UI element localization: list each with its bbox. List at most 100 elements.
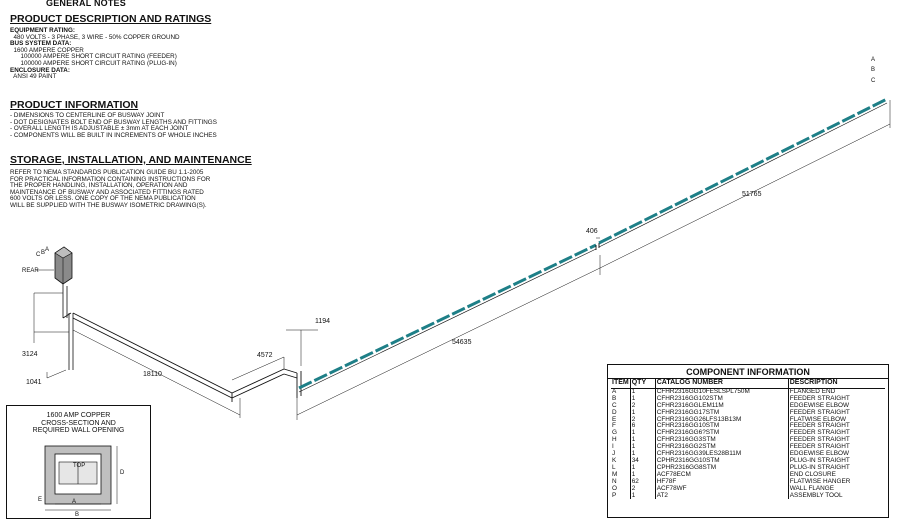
dim-e-label: E — [38, 497, 42, 503]
cross-section-panel: 1600 AMP COPPER CROSS-SECTION AND REQUIR… — [6, 405, 151, 519]
qty-cell: 34 — [630, 457, 656, 465]
dim-54635-lines — [296, 255, 601, 420]
description-cell: EDGEWISE ELBOW — [789, 450, 850, 458]
storage-line-3: THE PROPER HANDLING, INSTALLATION, OPERA… — [10, 182, 188, 190]
component-information-title: COMPONENT INFORMATION — [608, 365, 888, 379]
catalog-number-cell: CFHR2316GG102STM — [655, 395, 789, 403]
product-description-heading: PRODUCT DESCRIPTION AND RATINGS — [10, 13, 212, 25]
qty-cell: 1 — [630, 464, 656, 472]
description-cell: FLATWISE HANGER — [789, 477, 851, 485]
item-cell: B — [611, 395, 631, 403]
description-cell: FEEDER STRAIGHT — [789, 394, 850, 402]
dim-18110-lines — [72, 329, 241, 418]
item-cell: M — [611, 471, 631, 479]
catalog-number-cell: AT2 — [655, 492, 789, 500]
dim-4572: 4572 — [257, 352, 273, 359]
info-line-3: - OVERALL LENGTH IS ADJUSTABLE ± 3mm AT … — [10, 125, 189, 133]
cross-section-title: 1600 AMP COPPER CROSS-SECTION AND REQUIR… — [7, 412, 150, 435]
description-cell: EDGEWISE ELBOW — [789, 401, 850, 409]
item-cell: H — [611, 436, 631, 445]
catalog-number-cell: CPHR2316GG8STM — [655, 464, 789, 472]
storage-line-1: REFER TO NEMA STANDARDS PUBLICATION GUID… — [10, 169, 204, 176]
qty-cell: 6 — [630, 423, 656, 431]
dim-a-label: A — [72, 499, 76, 505]
dim-b-label: B — [75, 512, 79, 518]
component-table-header: ITEM QTY CATALOG NUMBER DESCRIPTION — [611, 379, 885, 389]
storage-line-6: WILL BE SUPPLIED WITH THE BUSWAY ISOMETR… — [10, 201, 207, 209]
item-cell: C — [611, 402, 631, 410]
catalog-number-cell: HF78F — [655, 478, 789, 486]
dim-1041-lines — [46, 369, 67, 379]
rear-label: REAR — [22, 268, 39, 274]
description-cell: PLUG-IN STRAIGHT — [789, 456, 850, 464]
phase-b-label: B — [41, 250, 45, 256]
catalog-number-cell: CFHR2316GG3STM — [655, 436, 789, 445]
end-phase-a: A — [871, 57, 875, 63]
item-cell: K — [611, 457, 631, 465]
description-cell: FEEDER STRAIGHT — [789, 422, 850, 430]
busway-step-406 — [595, 243, 600, 250]
qty-cell: 1 — [630, 492, 656, 500]
enclosure-label: ENCLOSURE DATA: — [10, 66, 70, 74]
equipment-rating-label: EQUIPMENT RATING: — [10, 27, 75, 34]
end-phase-b: B — [871, 67, 875, 73]
storage-line-2: FOR PRACTICAL INFORMATION CONTAINING INS… — [10, 175, 211, 183]
item-cell: G — [611, 429, 631, 438]
bus-system-2: 100000 AMPERE SHORT CIRCUIT RATING (FEED… — [20, 53, 177, 61]
dim-3124: 3124 — [22, 351, 38, 358]
cross-section-title-3: REQUIRED WALL OPENING — [32, 427, 125, 434]
catalog-number-cell: CFHR2316GG10STM — [655, 423, 789, 431]
qty-cell: 1 — [630, 471, 656, 479]
dim-54635: 54635 — [452, 339, 472, 346]
description-cell: ASSEMBLY TOOL — [789, 491, 843, 499]
item-cell: F — [611, 423, 631, 431]
vertical-riser — [62, 284, 74, 370]
cross-section-title-1: 1600 AMP COPPER — [46, 412, 111, 419]
component-information-panel: COMPONENT INFORMATION ITEM QTY CATALOG N… — [607, 364, 889, 518]
dim-1194: 1194 — [315, 318, 330, 325]
equipment-rating: 480 VOLTS - 3 PHASE, 3 WIRE - 50% COPPER… — [13, 33, 180, 41]
bus-system-label: BUS SYSTEM DATA: — [10, 40, 72, 48]
catalog-number-cell: CFHR2316GG6?STM — [655, 429, 789, 438]
top-label: TOP — [73, 463, 85, 469]
header-description: DESCRIPTION — [788, 379, 885, 389]
catalog-number-cell: CFHR2316GG17STM — [655, 409, 789, 417]
busway-step-1194 — [283, 368, 302, 398]
catalog-number-cell: CFHR2316GG26LFS13B13M — [655, 416, 789, 424]
description-cell: END CLOSURE — [789, 470, 836, 478]
qty-cell: 2 — [630, 402, 656, 410]
header-catalog-number: CATALOG NUMBER — [655, 379, 789, 389]
qty-cell: 2 — [630, 416, 656, 424]
qty-cell: 2 — [630, 485, 656, 493]
dim-1194-lines — [286, 329, 318, 366]
dim-51765: 51765 — [742, 191, 762, 198]
info-line-1: - DIMENSIONS TO CENTERLINE OF BUSWAY JOI… — [10, 112, 165, 119]
description-cell: PLUG-IN STRAIGHT — [789, 463, 850, 471]
plug-in-busway-run-54635 — [298, 243, 597, 390]
storage-line-4: MAINTENANCE OF BUSWAY AND ASSOCIATED FIT… — [10, 188, 204, 196]
qty-cell: 1 — [630, 450, 656, 458]
item-cell: P — [611, 492, 631, 500]
cross-section-drawing: TOP D B A E — [38, 445, 125, 518]
dim-1041: 1041 — [26, 379, 42, 386]
dim-51765-lines — [599, 100, 891, 269]
catalog-number-cell: ACF78WF — [655, 485, 789, 493]
header-item: ITEM — [611, 379, 631, 389]
product-information-list: - DIMENSIONS TO CENTERLINE OF BUSWAY JOI… — [10, 112, 217, 139]
description-cell: FEEDER STRAIGHT — [789, 436, 850, 444]
catalog-number-cell: CFHR2316GG39LES28B11M — [655, 450, 789, 458]
item-cell: N — [611, 478, 631, 486]
qty-cell: 1 — [630, 395, 656, 403]
item-cell: O — [611, 485, 631, 493]
cross-section-title-2: CROSS-SECTION AND — [41, 419, 116, 427]
